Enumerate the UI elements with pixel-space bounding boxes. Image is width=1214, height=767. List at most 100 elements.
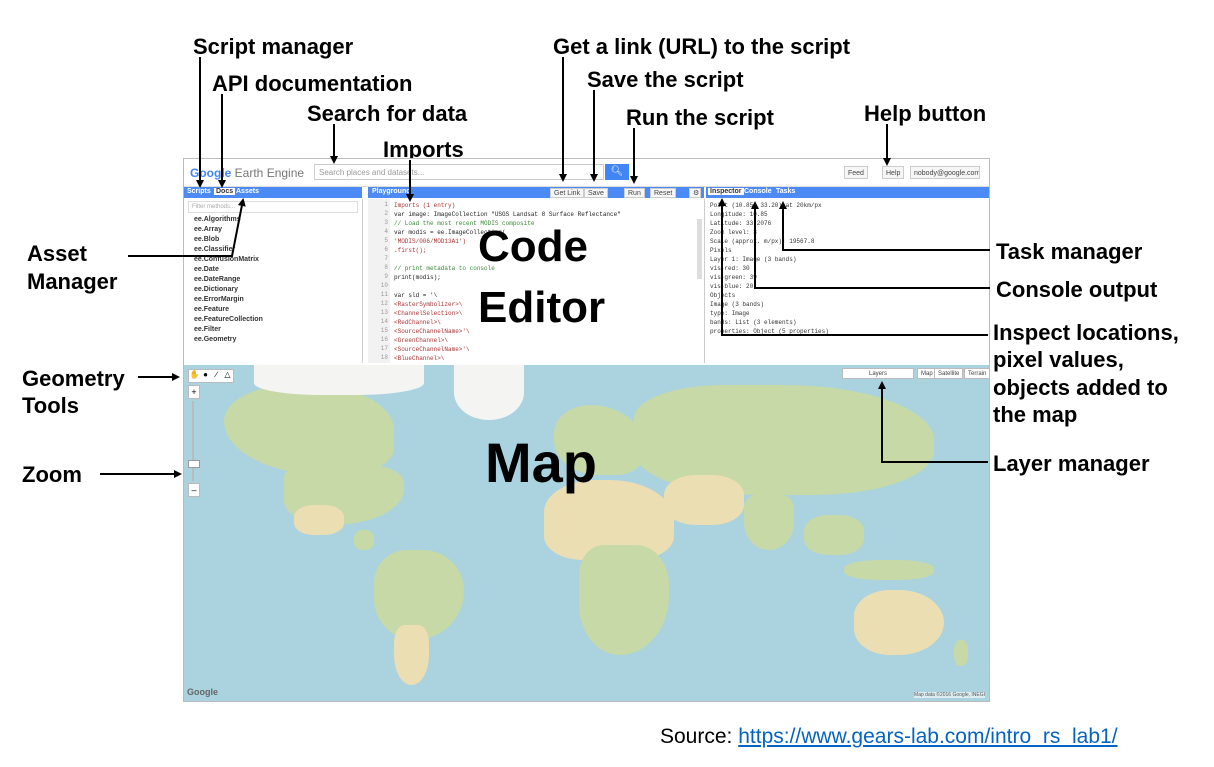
code-line: 12 <RasterSymbolizer>\ — [368, 300, 698, 309]
code-line-text: var modis = ee.ImageCollection( — [394, 229, 506, 236]
feed-button[interactable]: Feed — [844, 166, 868, 179]
map-view[interactable]: ✋ ● ∕ △ + – Layers Map Satellite Terrain… — [184, 365, 989, 701]
docs-list-item[interactable]: ee.Algorithms — [194, 216, 241, 223]
settings-button[interactable]: ⚙ — [689, 188, 701, 198]
label-get-link: Get a link (URL) to the script — [553, 34, 851, 59]
landmass-southern-africa — [579, 545, 669, 655]
inspector-line: vis-red: 30 — [710, 265, 750, 272]
line-number: 15 — [380, 327, 388, 334]
map-type-satellite-button[interactable]: Satellite — [934, 368, 964, 379]
inspector-line: bands: List (3 elements) — [710, 319, 797, 326]
line-number: 7 — [384, 255, 388, 262]
code-line: 16 <GreenChannel>\ — [368, 336, 698, 345]
zoom-slider-track[interactable] — [192, 401, 194, 481]
tab-tasks[interactable]: Tasks — [776, 188, 796, 195]
label-save-script: Save the script — [587, 67, 744, 92]
search-input[interactable]: Search places and datasets... — [314, 164, 604, 180]
source-link[interactable]: https://www.gears-lab.com/intro_rs_lab1/ — [738, 725, 1118, 748]
line-number: 3 — [384, 219, 388, 226]
layers-button[interactable]: Layers — [842, 368, 914, 379]
code-line-text: <RedChannel>\ — [394, 319, 441, 326]
region-label-map: Map — [485, 431, 597, 494]
map-type-terrain-button[interactable]: Terrain — [964, 368, 989, 379]
tab-assets[interactable]: Assets — [236, 188, 259, 195]
code-line: 15 <SourceChannelName>'\ — [368, 327, 698, 336]
line-number: 8 — [384, 264, 388, 271]
code-line-text: <ChannelSelection>\ — [394, 310, 463, 317]
inspector-output: Point (10.85, 33.20) at 20km/px Longitud… — [706, 199, 989, 338]
landmass-indonesia — [844, 560, 934, 580]
hand-tool-icon[interactable]: ✋ — [189, 370, 200, 379]
docs-list-item[interactable]: ee.Geometry — [194, 336, 237, 343]
code-line-text: // Load the most recent MODIS composite — [394, 220, 535, 227]
code-line-text: var image: ImageCollection "USGS Landsat… — [394, 211, 621, 218]
code-line-text: var sld = '\ — [394, 292, 438, 299]
docs-list-item[interactable]: ee.FeatureCollection — [194, 316, 263, 323]
code-line-text: <BlueChannel>\ — [394, 355, 445, 362]
docs-list-item[interactable]: ee.Blob — [194, 236, 220, 243]
zoom-slider-handle[interactable] — [188, 460, 200, 468]
tab-docs[interactable]: Docs — [214, 188, 236, 195]
code-line-text: <SourceChannelName>'\ — [394, 346, 470, 353]
docs-list-item[interactable]: ee.Array — [194, 226, 223, 233]
help-button[interactable]: Help — [882, 166, 905, 179]
docs-list-item[interactable]: ee.ErrorMargin — [194, 296, 244, 303]
docs-list-item[interactable]: ee.Feature — [194, 306, 230, 313]
account-button[interactable]: nobody@google.com — [910, 166, 980, 179]
line-tool-icon[interactable]: ∕ — [215, 370, 218, 379]
tab-inspector[interactable]: Inspector — [708, 188, 744, 195]
docs-list-item[interactable]: ee.DateRange — [194, 276, 241, 283]
label-asset-manager-line2: Manager — [27, 269, 118, 294]
code-line-text: <GreenChannel>\ — [394, 337, 449, 344]
label-geometry-tools-line1: Geometry — [22, 366, 125, 391]
search-button[interactable]: 🔍︎ — [605, 164, 629, 180]
code-line: 17 <SourceChannelName>'\ — [368, 345, 698, 354]
docs-panel: Filter methods... ee.Algorithms ee.Array e… — [184, 199, 363, 363]
tab-playground[interactable]: Playground — [372, 188, 411, 195]
line-number: 9 — [384, 273, 388, 280]
landmass-arabia — [664, 475, 744, 525]
inspector-line: Longitude: 10.85 — [710, 211, 768, 218]
filter-methods-input[interactable]: Filter methods... — [188, 201, 358, 213]
docs-list-item[interactable]: ee.Classifier — [194, 246, 236, 253]
zoom-in-button[interactable]: + — [188, 385, 200, 399]
code-line-text: // print metadata to console — [394, 265, 495, 272]
line-number: 4 — [384, 228, 388, 235]
inspector-line: vis-green: 39 — [710, 274, 757, 281]
zoom-out-button[interactable]: – — [188, 483, 200, 497]
tab-scripts[interactable]: Scripts — [187, 188, 211, 195]
polygon-tool-icon[interactable]: △ — [224, 370, 231, 379]
source-label: Source: — [660, 725, 739, 748]
region-label-editor: Editor — [478, 283, 606, 332]
line-number: 6 — [384, 246, 388, 253]
code-line-text: .first(); — [394, 247, 427, 254]
docs-list-item[interactable]: ee.Filter — [194, 326, 221, 333]
search-icon: 🔍︎ — [610, 166, 624, 177]
right-panel-header — [706, 187, 989, 198]
docs-list-item[interactable]: ee.Dictionary — [194, 286, 238, 293]
label-help-button: Help button — [864, 101, 987, 126]
docs-list-item[interactable]: ee.Date — [194, 266, 219, 273]
code-line: 3 // Load the most recent MODIS composite — [368, 219, 698, 228]
inspector-line: Scale (approx. m/px): 19567.8 — [710, 238, 815, 245]
line-number: 2 — [384, 210, 388, 217]
save-button[interactable]: Save — [584, 188, 608, 198]
tab-console[interactable]: Console — [744, 188, 772, 195]
code-line-text: 'MODIS/006/MOD13A1') — [394, 238, 467, 245]
editor-scrollbar[interactable] — [697, 219, 702, 279]
label-geometry-tools-line2: Tools — [22, 393, 80, 418]
code-line: 18 <BlueChannel>\ — [368, 354, 698, 363]
line-number: 11 — [380, 291, 388, 298]
reset-button[interactable]: Reset — [650, 188, 677, 198]
code-line: 10 — [368, 282, 698, 291]
landmass-greenland — [454, 365, 524, 420]
run-button[interactable]: Run — [624, 188, 645, 198]
get-link-button[interactable]: Get Link — [550, 188, 585, 198]
code-line: 6 .first(); — [368, 246, 698, 255]
marker-tool-icon[interactable]: ● — [203, 370, 208, 379]
inspector-line: type: Image — [710, 310, 750, 317]
docs-list-item[interactable]: ee.ConfusionMatrix — [194, 256, 259, 263]
